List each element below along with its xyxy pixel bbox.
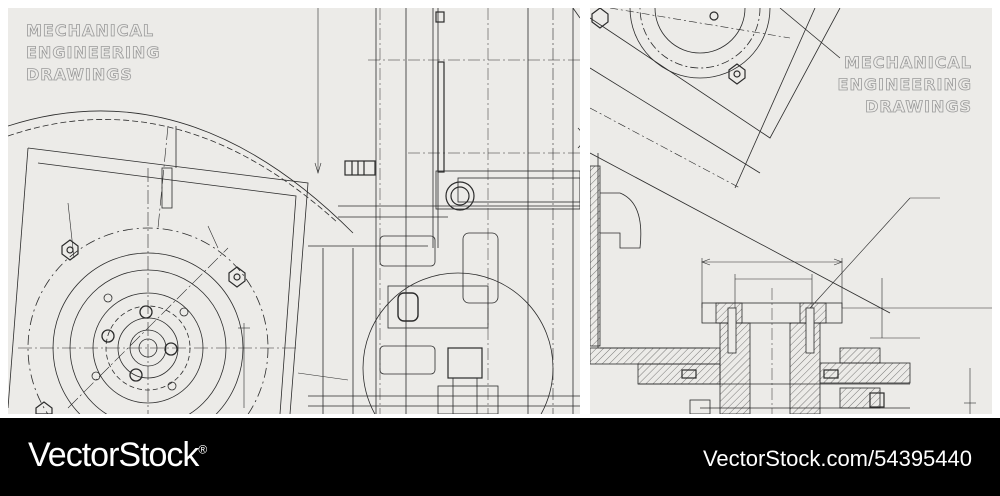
housing-block (8, 110, 354, 414)
hex-nuts (591, 8, 746, 85)
key-slot (161, 167, 173, 209)
title-line-3: DRAWINGS (26, 65, 133, 85)
tilted-flange (590, 8, 841, 189)
hex-nuts (35, 239, 246, 414)
stock-image-id: VectorStock.com/54395440 (702, 446, 972, 471)
right-title: MECHANICAL ENGINEERING DRAWINGS (837, 52, 972, 118)
brand-logo: VectorStock® (28, 436, 207, 475)
shaft-column (322, 8, 574, 414)
top-bolts (344, 11, 475, 211)
left-title: MECHANICAL ENGINEERING DRAWINGS (26, 20, 160, 86)
cross-members (308, 59, 580, 407)
centerlines (18, 125, 298, 414)
brand-name: VectorStock (28, 436, 199, 474)
bearing-block (362, 232, 554, 414)
title-line-2: ENGINEERING (26, 43, 161, 63)
left-technical-drawing (8, 8, 580, 414)
title-line-3: DRAWINGS (865, 97, 972, 117)
title-line-1: MECHANICAL (26, 21, 155, 41)
title-line-2: ENGINEERING (837, 75, 972, 95)
bolt-holes (91, 293, 189, 391)
right-drawing-panel: MECHANICAL ENGINEERING DRAWINGS (590, 8, 992, 414)
title-line-1: MECHANICAL (843, 53, 972, 73)
right-technical-drawing (590, 8, 992, 414)
left-drawing-panel: MECHANICAL ENGINEERING DRAWINGS (8, 8, 580, 414)
dimension-lines (701, 197, 992, 414)
registered-mark: ® (198, 442, 207, 457)
section-assembly (590, 288, 911, 414)
dimension-lines (67, 8, 349, 408)
watermark-footer: VectorStock® VectorStock.com/54395440 (0, 418, 1000, 496)
